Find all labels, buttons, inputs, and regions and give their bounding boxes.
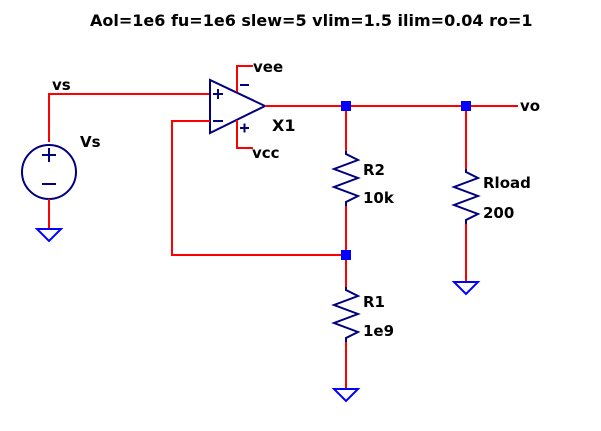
- resistor-rload-value[interactable]: 200: [483, 204, 514, 222]
- ground-icon: [451, 281, 481, 296]
- resistor-r1-value[interactable]: 1e9: [363, 322, 394, 340]
- source-name: Vs: [80, 133, 101, 151]
- resistor-rload-name: Rload: [483, 174, 531, 192]
- wire-vs[interactable]: [48, 93, 210, 142]
- ground-icon: [34, 228, 64, 243]
- opamp-triangle-icon: [209, 78, 268, 135]
- wire-vee[interactable]: [236, 65, 253, 92]
- junction-node: [341, 250, 351, 260]
- net-label-vee[interactable]: vee: [253, 58, 283, 76]
- opamp-name: X1: [272, 116, 295, 135]
- resistor-r2-icon[interactable]: [331, 151, 361, 206]
- wire-vcc[interactable]: [236, 120, 253, 149]
- junction-node: [461, 101, 471, 111]
- resistor-r1-icon[interactable]: [331, 287, 361, 342]
- spice-directive[interactable]: Aol=1e6 fu=1e6 slew=5 vlim=1.5 ilim=0.04…: [90, 11, 533, 30]
- resistor-rload-icon[interactable]: [451, 169, 481, 224]
- resistor-r1-name: R1: [363, 293, 385, 311]
- ground-icon: [331, 388, 361, 403]
- net-label-vs[interactable]: vs: [52, 76, 71, 94]
- resistor-r2-value[interactable]: 10k: [363, 189, 395, 207]
- opamp-x1[interactable]: [209, 78, 268, 135]
- junction-node: [341, 101, 351, 111]
- net-label-vcc[interactable]: vcc: [252, 144, 280, 162]
- resistor-r2-name: R2: [363, 161, 385, 179]
- voltage-source-vs[interactable]: [21, 144, 77, 200]
- wire-feedback[interactable]: [171, 120, 346, 256]
- net-label-vo[interactable]: vo: [520, 97, 540, 115]
